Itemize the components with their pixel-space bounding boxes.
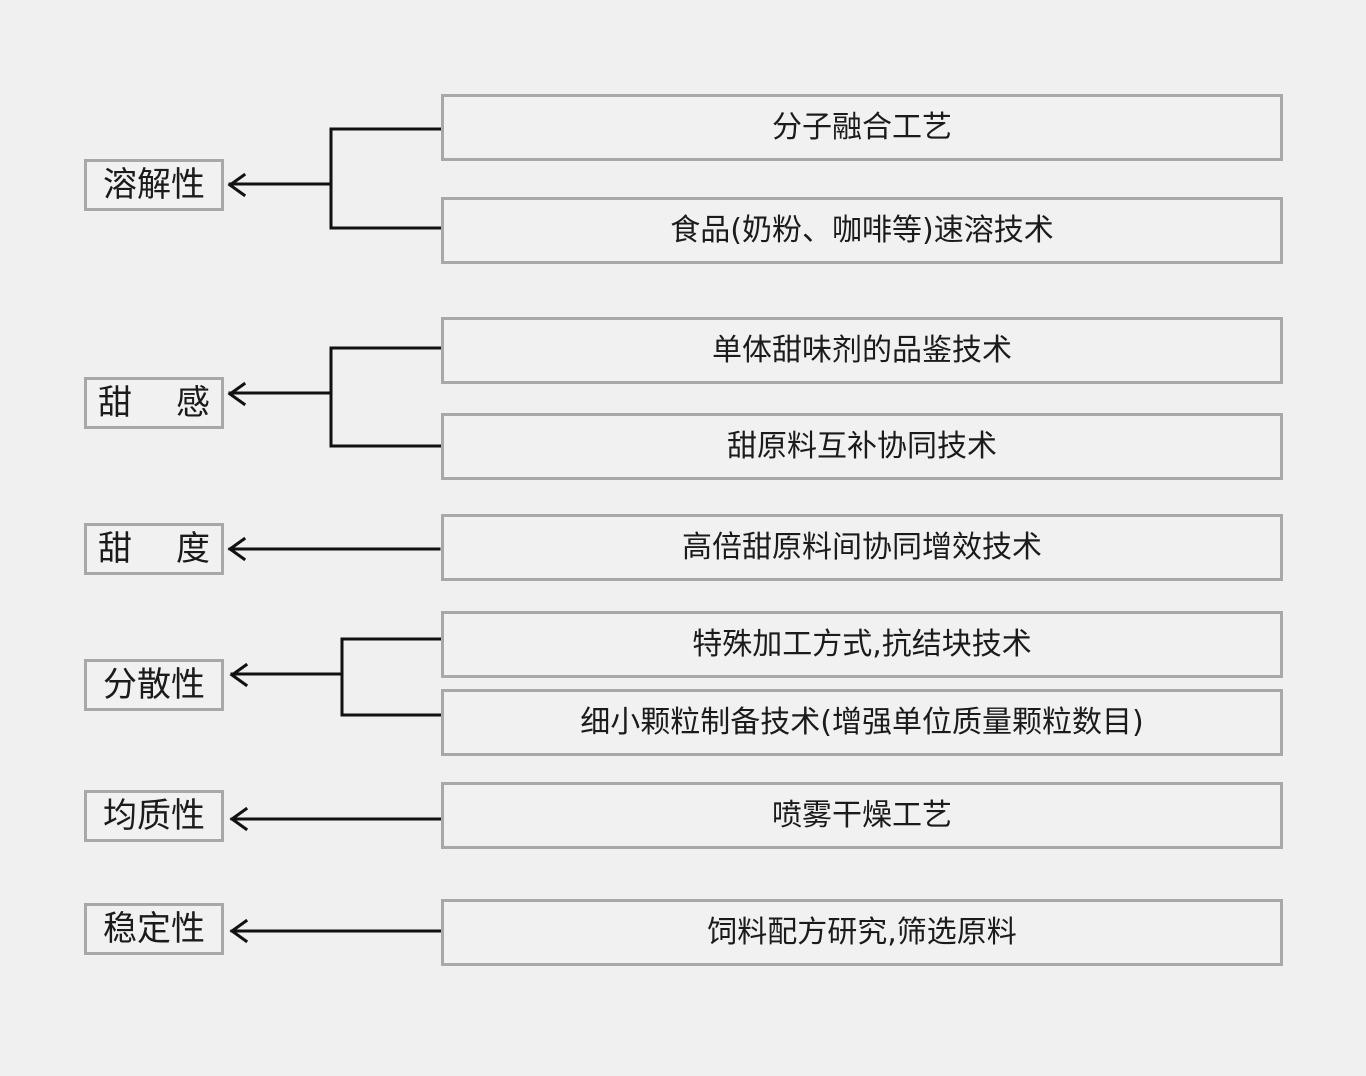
method-instant-dissolving: 食品(奶粉、咖啡等)速溶技术 bbox=[441, 197, 1283, 264]
arrowhead-homogeneity bbox=[229, 806, 249, 832]
property-stability: 稳定性 bbox=[84, 903, 224, 955]
arrowhead-dispersibility bbox=[229, 662, 249, 688]
method-molecular-fusion-label: 分子融合工艺 bbox=[772, 109, 952, 145]
property-sweetness: 甜 度 bbox=[84, 523, 224, 575]
property-dispersibility-label: 分散性 bbox=[103, 665, 205, 705]
method-high-intensity-synergy-label: 高倍甜原料间协同增效技术 bbox=[682, 529, 1042, 565]
method-sweetener-evaluation-label: 单体甜味剂的品鉴技术 bbox=[712, 332, 1012, 368]
property-stability-label: 稳定性 bbox=[103, 909, 205, 949]
method-anti-caking: 特殊加工方式,抗结块技术 bbox=[441, 611, 1283, 678]
method-complementary-synergy: 甜原料互补协同技术 bbox=[441, 413, 1283, 480]
property-sweet-feeling: 甜 感 bbox=[84, 377, 224, 429]
method-anti-caking-label: 特殊加工方式,抗结块技术 bbox=[692, 626, 1032, 662]
property-sweet-feeling-label: 甜 感 bbox=[98, 386, 210, 420]
arrowhead-sweetness bbox=[227, 536, 247, 562]
method-sweetener-evaluation: 单体甜味剂的品鉴技术 bbox=[441, 317, 1283, 384]
connector-dispersibility bbox=[230, 637, 443, 717]
property-homogeneity-label: 均质性 bbox=[103, 796, 205, 836]
connector-sweet-feeling bbox=[228, 346, 443, 448]
property-sweet-feeling-char-1: 甜 bbox=[98, 383, 132, 423]
property-solubility: 溶解性 bbox=[84, 159, 224, 211]
method-fine-particle-preparation: 细小颗粒制备技术(增强单位质量颗粒数目) bbox=[441, 689, 1283, 756]
arrowhead-sweet-feeling bbox=[227, 381, 247, 407]
property-sweet-feeling-char-2: 感 bbox=[176, 383, 210, 423]
method-feed-formula-research: 饲料配方研究,筛选原料 bbox=[441, 899, 1283, 966]
property-sweetness-label: 甜 度 bbox=[98, 532, 210, 566]
property-solubility-label: 溶解性 bbox=[103, 165, 205, 205]
arrowhead-solubility bbox=[227, 172, 247, 198]
connector-solubility bbox=[228, 127, 443, 230]
method-molecular-fusion: 分子融合工艺 bbox=[441, 94, 1283, 161]
method-instant-dissolving-label: 食品(奶粉、咖啡等)速溶技术 bbox=[670, 212, 1054, 248]
property-sweetness-char-2: 度 bbox=[176, 529, 210, 569]
method-spray-drying-label: 喷雾干燥工艺 bbox=[772, 797, 952, 833]
arrowhead-stability bbox=[229, 918, 249, 944]
property-sweetness-char-1: 甜 bbox=[98, 529, 132, 569]
method-fine-particle-preparation-label: 细小颗粒制备技术(增强单位质量颗粒数目) bbox=[580, 704, 1144, 740]
method-high-intensity-synergy: 高倍甜原料间协同增效技术 bbox=[441, 514, 1283, 581]
method-complementary-synergy-label: 甜原料互补协同技术 bbox=[727, 428, 997, 464]
property-dispersibility: 分散性 bbox=[84, 659, 224, 711]
property-homogeneity: 均质性 bbox=[84, 790, 224, 842]
method-feed-formula-research-label: 饲料配方研究,筛选原料 bbox=[707, 914, 1017, 950]
method-spray-drying: 喷雾干燥工艺 bbox=[441, 782, 1283, 849]
